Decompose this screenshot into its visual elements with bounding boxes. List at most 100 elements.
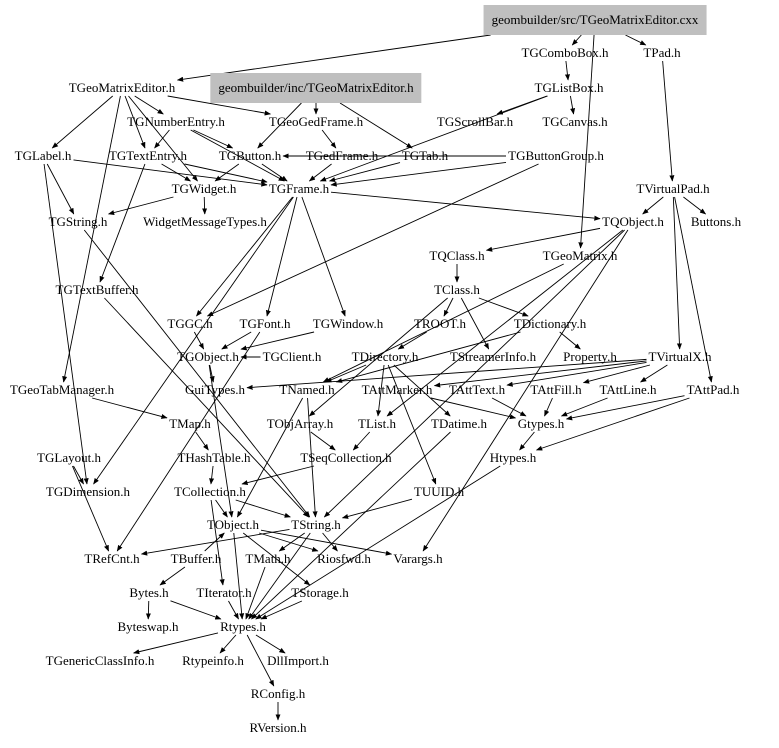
node-tglistbox[interactable]: TGListBox.h [534,80,604,95]
edge-tglayout-to-tgdimension [73,465,84,485]
edge-tqobject-to-tstring [323,229,625,518]
node-tgtab[interactable]: TGTab.h [401,148,449,163]
edge-tdirectory-to-tdatime [393,364,451,417]
node-tmap[interactable]: TMap.h [169,416,211,431]
node-tdirectory[interactable]: TDirectory.h [351,349,419,364]
node-tgenericclassinfo[interactable]: TGenericClassInfo.h [45,653,155,668]
edge-tvirtualpad-to-tattpad [674,196,713,383]
edge-cxx-to-tgeomatrix [578,34,595,249]
node-titerator[interactable]: TIterator.h [196,585,252,600]
node-tgeomatrixeditor-cxx[interactable]: geombuilder/src/TGeoMatrixEditor.cxx [483,5,707,35]
edge-tvirtualpad-to-tvirtualx [672,196,682,350]
edge-tgeomatrix-to-tnamed [322,263,564,383]
node-trefcnt[interactable]: TRefCnt.h [84,551,140,566]
node-tclass[interactable]: TClass.h [434,282,480,297]
node-tgcombobox[interactable]: TGComboBox.h [521,45,609,60]
edge-tattmarker-to-gtypes [430,397,517,420]
node-rtypes[interactable]: Rtypes.h [220,619,266,634]
edge-tgframe-to-tgfont [265,196,298,317]
node-tattmarker[interactable]: TAttMarker.h [361,382,433,397]
node-tvirtualpad[interactable]: TVirtualPad.h [636,181,710,196]
node-tgdimension[interactable]: TGDimension.h [45,484,131,499]
edge-tcollection-to-tstring [235,499,291,518]
node-tgwidget[interactable]: TGWidget.h [171,181,237,196]
node-tobject[interactable]: TObject.h [206,517,260,532]
node-tattline[interactable]: TAttLine.h [599,382,657,397]
node-tstring[interactable]: TString.h [291,517,341,532]
node-byteswap[interactable]: Byteswap.h [117,619,179,634]
node-tstreamerinfo[interactable]: TStreamerInfo.h [449,349,537,364]
node-tgedframe[interactable]: TGedFrame.h [305,148,379,163]
node-tggc[interactable]: TGGC.h [167,316,213,331]
node-tgwindow[interactable]: TGWindow.h [312,316,384,331]
node-tbuffer[interactable]: TBuffer.h [170,551,222,566]
node-tlist[interactable]: TList.h [358,416,396,431]
node-tpad[interactable]: TPad.h [643,45,681,60]
node-tgscrollbar[interactable]: TGScrollBar.h [436,114,514,129]
node-tuuid[interactable]: TUUID.h [413,484,465,499]
node-troot[interactable]: TROOT.h [413,316,467,331]
edge-tgeomatrixeditor-to-tgnumberentry [134,95,164,115]
edge-tmath-to-rtypes [245,566,266,620]
node-tstorage[interactable]: TStorage.h [291,585,349,600]
edge-tggc-to-tgobject [193,331,205,350]
node-tobjarray[interactable]: TObjArray.h [266,416,334,431]
node-tgframe[interactable]: TGFrame.h [268,181,330,196]
node-tdictionary[interactable]: TDictionary.h [513,316,587,331]
edge-tlist-to-tseqcollection [352,431,371,451]
node-tgbuttongroup[interactable]: TGButtonGroup.h [508,148,604,163]
node-tvirtualx[interactable]: TVirtualX.h [648,349,712,364]
node-tgclient[interactable]: TGClient.h [262,349,322,364]
node-tgeomatrixeditor-h[interactable]: TGeoMatrixEditor.h [68,80,176,95]
node-tgtextbuffer[interactable]: TGTextBuffer.h [55,282,139,297]
edge-tgfont-to-tgobject [221,331,252,350]
node-riosfwd[interactable]: Riosfwd.h [317,551,371,566]
node-tqobject[interactable]: TQObject.h [602,214,664,229]
node-tgcanvas[interactable]: TGCanvas.h [542,114,608,129]
node-tgobject[interactable]: TGObject.h [177,349,239,364]
node-tgeotabmanager[interactable]: TGeoTabManager.h [9,382,115,397]
edge-tbuffer-to-bytes [159,566,186,586]
node-rversion[interactable]: RVersion.h [249,720,307,735]
edge-tobjarray-to-tseqcollection [310,431,336,451]
node-guitypes[interactable]: GuiTypes.h [184,382,246,397]
node-tglabel[interactable]: TGLabel.h [14,148,72,163]
node-tgeomatrix[interactable]: TGeoMatrix.h [542,248,618,263]
node-buttons[interactable]: Buttons.h [690,214,742,229]
edge-tgwidget-to-widgetmessagetypes [202,196,208,215]
node-dllimport[interactable]: DllImport.h [267,653,329,668]
node-thashtable[interactable]: THashTable.h [177,450,251,465]
node-gtypes[interactable]: Gtypes.h [517,416,565,431]
node-tqclass[interactable]: TQClass.h [429,248,485,263]
node-tseqcollection[interactable]: TSeqCollection.h [300,450,392,465]
node-rtypeinfo[interactable]: Rtypeinfo.h [182,653,244,668]
node-tmath[interactable]: TMath.h [245,551,291,566]
node-tgbutton[interactable]: TGButton.h [218,148,282,163]
node-tgnumberentry[interactable]: TGNumberEntry.h [127,114,225,129]
node-tglayout[interactable]: TGLayout.h [37,450,101,465]
node-tgstring[interactable]: TGString.h [48,214,108,229]
edge-tstring-to-riosfwd [322,532,338,552]
edge-tgeomatrixeditor-to-tglabel [51,95,113,149]
node-bytes[interactable]: Bytes.h [129,585,169,600]
node-rconfig[interactable]: RConfig.h [250,686,306,701]
edge-tvirtualpad-to-tqobject [642,196,664,215]
node-tcollection[interactable]: TCollection.h [174,484,246,499]
node-widgetmessagetypes[interactable]: WidgetMessageTypes.h [143,214,267,229]
node-htypes[interactable]: Htypes.h [489,450,537,465]
node-property[interactable]: Property.h [563,349,617,364]
node-tnamed[interactable]: TNamed.h [279,382,335,397]
node-varargs[interactable]: Varargs.h [393,551,443,566]
node-tattpad[interactable]: TAttPad.h [686,382,740,397]
node-tdatime[interactable]: TDatime.h [431,416,487,431]
node-tgtextentry[interactable]: TGTextEntry.h [108,148,188,163]
node-tattfill[interactable]: TAttFill.h [530,382,582,397]
node-tgfont[interactable]: TGFont.h [239,316,291,331]
node-inc-tgeomatrixeditor-h[interactable]: geombuilder/inc/TGeoMatrixEditor.h [210,73,422,103]
node-tatttext[interactable]: TAttText.h [448,382,506,397]
edge-tmap-to-thashtable [195,431,209,451]
node-tgeogedframe[interactable]: TGeoGedFrame.h [268,114,364,129]
edge-tgcombobox-to-tglistbox [564,60,570,81]
edge-tattpad-to-htypes [535,397,690,451]
